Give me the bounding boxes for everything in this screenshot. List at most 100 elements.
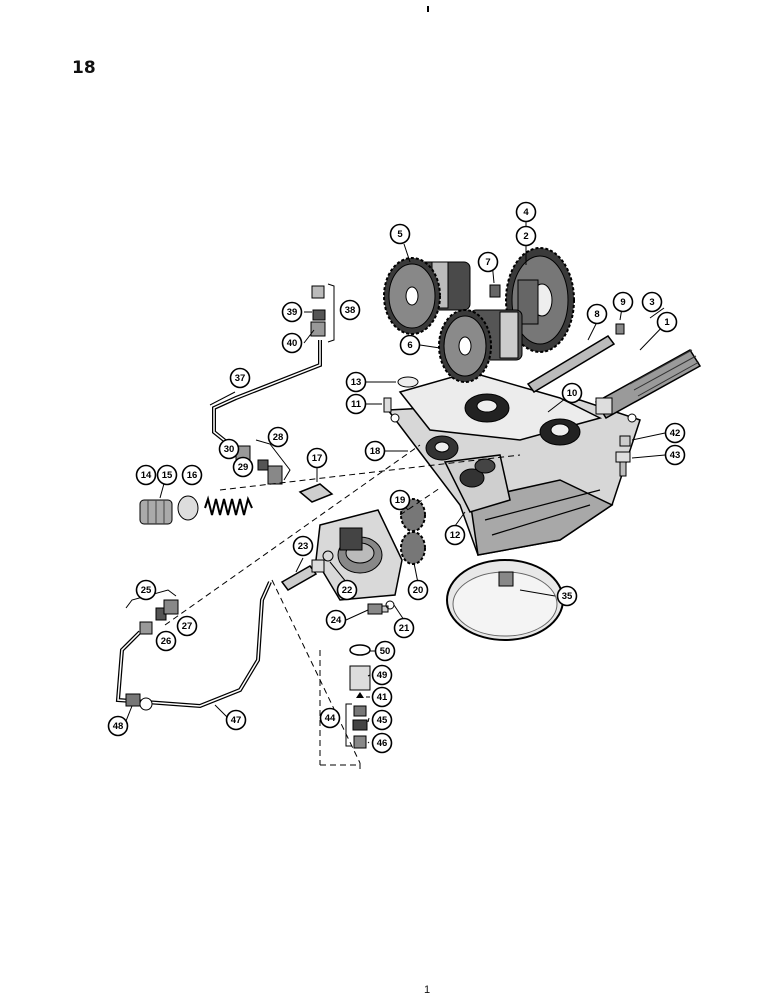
cover-screw: [280, 565, 318, 591]
callout-25: 25: [135, 579, 157, 601]
callout-circle: [229, 367, 251, 389]
pump-gear-lower: [400, 531, 426, 565]
callout-19: 19: [389, 489, 411, 511]
callout-37: 37: [229, 367, 251, 389]
callout-26: 26: [155, 630, 177, 652]
callout-circle: [232, 456, 254, 478]
callout-number: 18: [370, 446, 381, 457]
callout-circle: [345, 393, 367, 415]
callout-number: 44: [325, 713, 336, 724]
callout-circle: [339, 299, 361, 321]
callout-17: 17: [306, 447, 328, 469]
callout-number: 24: [331, 615, 342, 626]
callout-circle: [292, 535, 314, 557]
callout-circle: [364, 440, 386, 462]
callout-47: 47: [225, 709, 247, 731]
callout-circle: [444, 524, 466, 546]
callout-number: 35: [562, 591, 573, 602]
callout-13: 13: [345, 371, 367, 393]
callout-number: 46: [377, 738, 388, 749]
callout-14: 14: [135, 464, 157, 486]
callout-circle: [664, 422, 686, 444]
callout-number: 1: [664, 317, 670, 328]
callout-15: 15: [156, 464, 178, 486]
callout-circle: [135, 464, 157, 486]
callout-circle: [656, 311, 678, 333]
page-number: 18: [72, 58, 96, 78]
callout-number: 50: [380, 646, 391, 657]
callout-20: 20: [407, 579, 429, 601]
bracket-check-valve: [345, 703, 352, 747]
o-ring: [349, 644, 371, 656]
callout-number: 10: [567, 388, 578, 399]
cover-bolt: [367, 603, 389, 615]
valve-nut: [352, 719, 368, 731]
callout-number: 15: [162, 470, 173, 481]
callout-number: 42: [670, 428, 681, 439]
callout-1: 1: [656, 311, 678, 333]
callout-number: 4: [523, 207, 529, 218]
large-drive-gear: [505, 247, 575, 353]
callout-number: 9: [620, 297, 625, 308]
callout-number: 17: [312, 453, 323, 464]
callout-circle: [325, 609, 347, 631]
callout-23: 23: [292, 535, 314, 557]
callout-43: 43: [664, 444, 686, 466]
callout-circle: [371, 664, 393, 686]
key: [489, 284, 501, 298]
callout-circle: [336, 579, 358, 601]
idler-gear-upper: [383, 257, 471, 335]
callout-11: 11: [345, 393, 367, 415]
callout-42: 42: [664, 422, 686, 444]
alignment-lines: [164, 444, 521, 772]
idler-gear-lower: [438, 309, 523, 383]
callout-number: 11: [351, 399, 362, 410]
callout-number: 16: [187, 470, 198, 481]
callout-circle: [641, 291, 663, 313]
callout-29: 29: [232, 456, 254, 478]
callout-circle: [374, 640, 396, 662]
callout-50: 50: [374, 640, 396, 662]
callout-circle: [319, 707, 341, 729]
callout-circle: [389, 223, 411, 245]
callout-circle: [371, 709, 393, 731]
oil-screen: [446, 559, 564, 641]
bracket-fittings-lower: [255, 439, 291, 481]
callout-number: 38: [345, 305, 356, 316]
callout-number: 8: [594, 309, 599, 320]
callout-circle: [218, 438, 240, 460]
callout-circle: [371, 686, 393, 708]
screw-head: [311, 559, 325, 573]
callout-10: 10: [561, 382, 583, 404]
callout-circle: [267, 426, 289, 448]
callout-7: 7: [477, 251, 499, 273]
callout-number: 41: [377, 692, 388, 703]
callout-number: 39: [287, 307, 298, 318]
callout-number: 2: [523, 231, 528, 242]
callout-number: 22: [342, 585, 353, 596]
callout-24: 24: [325, 609, 347, 631]
callout-number: 27: [182, 621, 193, 632]
callout-5: 5: [389, 223, 411, 245]
callout-44: 44: [319, 707, 341, 729]
callout-circle: [407, 579, 429, 601]
callout-number: 19: [395, 495, 406, 506]
callout-41: 41: [371, 686, 393, 708]
callout-number: 48: [113, 721, 124, 732]
line-fittings: [139, 599, 179, 635]
callout-48: 48: [107, 715, 129, 737]
oil-tube: [212, 340, 322, 450]
callout-2: 2: [515, 225, 537, 247]
callout-21: 21: [393, 617, 415, 639]
dowel-pin: [383, 397, 392, 413]
idler-shaft: [526, 335, 616, 393]
callout-number: 20: [413, 585, 424, 596]
o-ring-bolt: [385, 600, 395, 610]
callout-number: 47: [231, 715, 242, 726]
callout-49: 49: [371, 664, 393, 686]
callout-number: 5: [397, 229, 403, 240]
callout-circle: [156, 464, 178, 486]
relief-valve-plug: [139, 499, 173, 525]
callout-circle: [515, 225, 537, 247]
